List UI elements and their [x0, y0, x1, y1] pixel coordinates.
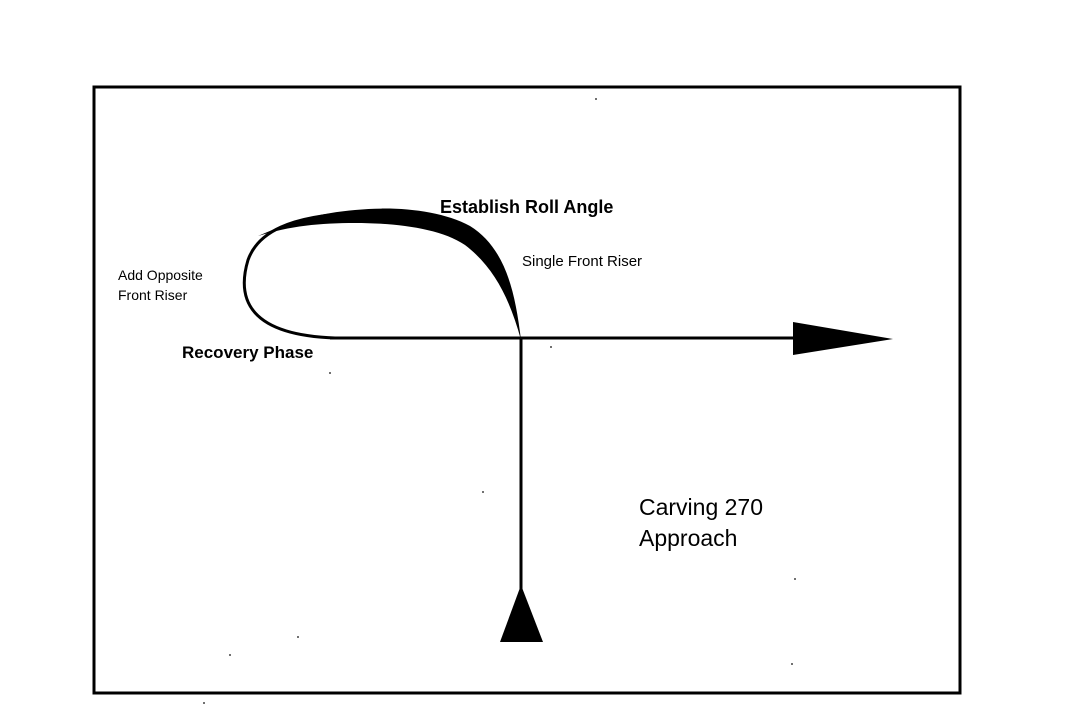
- diagram-title-line-1: Carving 270: [639, 494, 764, 520]
- loop-roll-angle-path: [258, 208, 521, 340]
- diagram-frame: [92, 85, 962, 695]
- exit-arrowhead-icon: [793, 322, 893, 355]
- loop-recovery-path: [242, 211, 356, 340]
- scan-speck: [203, 702, 205, 704]
- scan-speck: [482, 491, 484, 493]
- scan-speck: [595, 98, 597, 100]
- add-opposite-line-2: Front Riser: [118, 287, 188, 303]
- add-opposite-front-riser-label: Add Opposite Front Riser: [118, 265, 203, 305]
- scan-speck: [791, 663, 793, 665]
- scan-speck: [229, 654, 231, 656]
- scan-speck: [794, 578, 796, 580]
- single-front-riser-label: Single Front Riser: [522, 253, 643, 270]
- scan-speck: [297, 636, 299, 638]
- scan-speck: [329, 372, 331, 374]
- diagram-title-line-2: Approach: [639, 525, 738, 551]
- scan-speck: [550, 346, 552, 348]
- diagram-title: Carving 270 Approach: [639, 492, 763, 554]
- entry-arrowhead-icon: [500, 585, 543, 642]
- recovery-phase-label: Recovery Phase: [182, 343, 314, 362]
- establish-roll-angle-label: Establish Roll Angle: [440, 197, 614, 217]
- add-opposite-line-1: Add Opposite: [118, 267, 203, 283]
